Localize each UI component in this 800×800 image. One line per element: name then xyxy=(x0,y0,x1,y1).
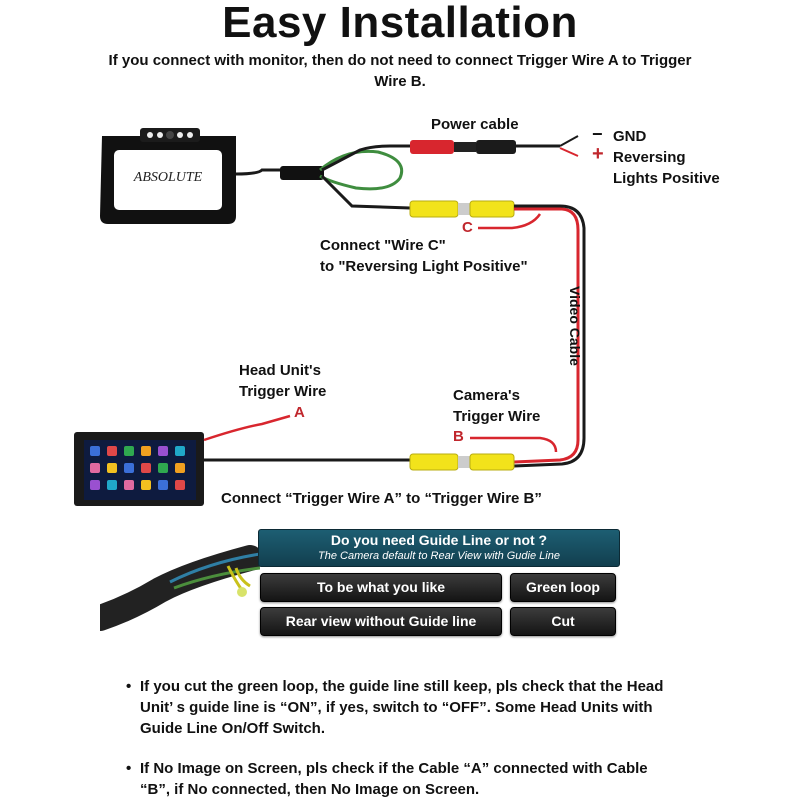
reversing-label-line1: Reversing xyxy=(613,149,686,166)
reversing-sign: + xyxy=(592,143,604,165)
power-cable-label: Power cable xyxy=(431,116,519,133)
reversing-label-line2: Lights Positive xyxy=(613,170,720,187)
app-icon xyxy=(90,480,100,490)
guide-line-header: Do you need Guide Line or not ? The Came… xyxy=(258,529,620,567)
guide-action-green-loop: Green loop xyxy=(510,573,616,602)
camera-label-line1: Camera's xyxy=(453,387,520,404)
note-text: If No Image on Screen, pls check if the … xyxy=(140,760,648,798)
gnd-label: GND xyxy=(613,128,647,145)
page-title: Easy Installation xyxy=(222,0,578,47)
app-icon xyxy=(141,446,151,456)
wire-c-label-line2: to "Reversing Light Positive" xyxy=(320,258,528,275)
page-subtitle: If you connect with monitor, then do not… xyxy=(108,52,692,90)
camera-license-frame: ABSOLUTE xyxy=(100,128,236,224)
head-unit-label-line1: Head Unit's xyxy=(239,362,321,379)
guide-option-keep: To be what you like xyxy=(260,573,502,602)
app-icon xyxy=(107,480,117,490)
app-icon xyxy=(124,446,134,456)
app-icon xyxy=(158,480,168,490)
marker-b: B xyxy=(453,428,464,445)
note-text: If you cut the green loop, the guide lin… xyxy=(140,678,664,737)
frame-logo: ABSOLUTE xyxy=(133,170,203,185)
marker-c: C xyxy=(462,219,473,236)
bullet-icon: • xyxy=(126,678,132,695)
app-icon xyxy=(175,463,185,473)
guide-line-subheading: The Camera default to Rear View with Gud… xyxy=(318,550,560,562)
video-cable xyxy=(513,204,586,468)
camera-label-line2: Trigger Wire xyxy=(453,408,541,425)
guide-action-cut: Cut xyxy=(510,607,616,636)
wiring-diagram: ABSOLUTE xyxy=(74,128,586,506)
green-loop-wire xyxy=(319,149,404,191)
app-icon xyxy=(175,446,185,456)
bullet-icon: • xyxy=(126,760,132,777)
head-unit-screen xyxy=(74,432,204,506)
guide-line-heading: Do you need Guide Line or not ? xyxy=(330,532,548,548)
camera-cable-illustration xyxy=(100,545,260,631)
connect-ab-label: Connect “Trigger Wire A” to “Trigger Wir… xyxy=(221,490,542,507)
app-icon xyxy=(158,446,168,456)
app-icon xyxy=(124,463,134,473)
video-connector-top xyxy=(409,200,515,218)
app-icon xyxy=(141,480,151,490)
marker-a: A xyxy=(294,404,305,421)
note-item: • If you cut the green loop, the guide l… xyxy=(126,676,670,739)
app-icon xyxy=(124,480,134,490)
note-item: • If No Image on Screen, pls check if th… xyxy=(126,758,670,800)
gnd-sign: − xyxy=(592,124,603,144)
app-icon xyxy=(175,480,185,490)
guide-option-no-guide-line: Rear view without Guide line xyxy=(260,607,502,636)
head-unit-label-line2: Trigger Wire xyxy=(239,383,327,400)
video-connector-bottom xyxy=(409,453,515,471)
head-unit-app-grid xyxy=(90,446,185,490)
app-icon xyxy=(90,446,100,456)
app-icon xyxy=(107,446,117,456)
wire-c-label-line1: Connect "Wire C" xyxy=(320,237,446,254)
power-cable-connector xyxy=(410,140,516,154)
video-cable-label: Video Cable xyxy=(567,286,583,366)
app-icon xyxy=(158,463,168,473)
app-icon xyxy=(90,463,100,473)
app-icon xyxy=(141,463,151,473)
app-icon xyxy=(107,463,117,473)
